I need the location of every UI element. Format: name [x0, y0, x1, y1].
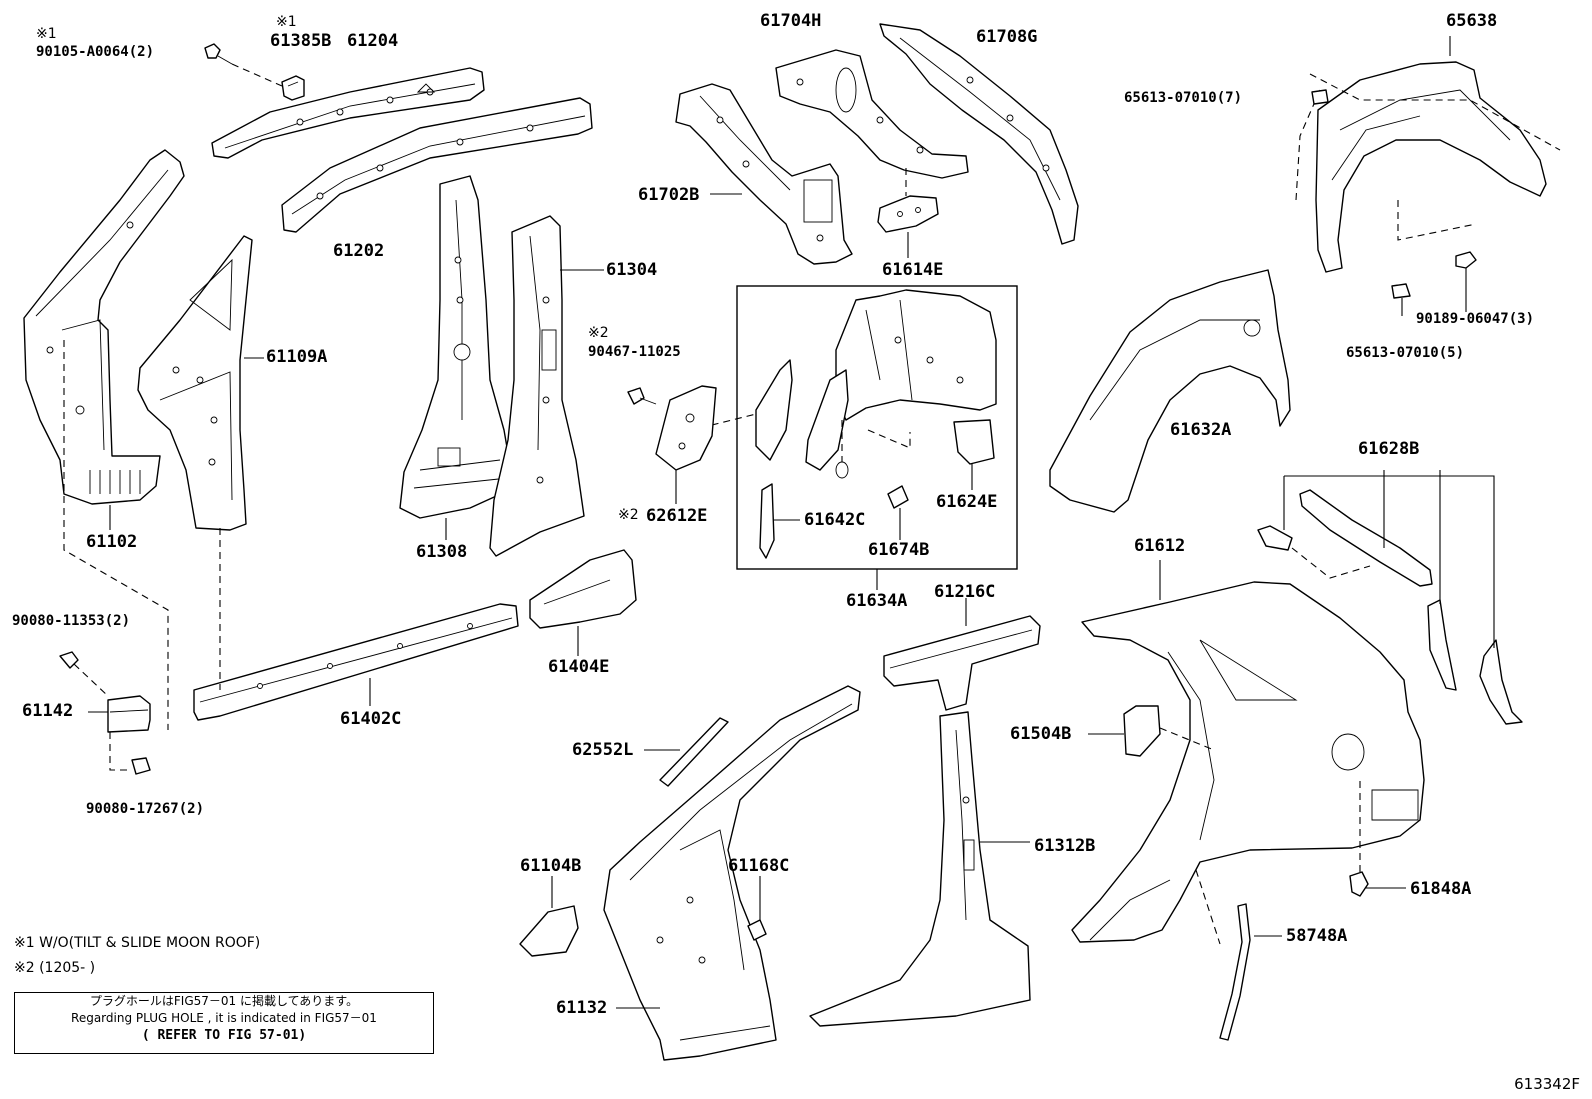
label-61204[interactable]: 61204: [347, 31, 399, 51]
label-61504B[interactable]: 61504B: [1010, 724, 1072, 744]
part-90189-screw[interactable]: [1455, 251, 1477, 269]
label-62612E[interactable]: 62612E: [646, 506, 708, 526]
label-61385B[interactable]: 61385B: [270, 31, 332, 51]
part-61304[interactable]: [489, 215, 585, 557]
label-62552L[interactable]: 62552L: [572, 740, 634, 760]
part-61674B[interactable]: [887, 485, 909, 509]
part-61168C[interactable]: [747, 919, 767, 941]
label-61202[interactable]: 61202: [333, 241, 385, 261]
plug-hole-note: プラグホールはFIG57－01 に掲載してあります。 Regarding PLU…: [14, 992, 434, 1054]
label-90080-upper[interactable]: 90080-11353(2): [12, 613, 131, 629]
label-65613-upper[interactable]: 65613-07010(7): [1124, 90, 1243, 106]
part-61504B[interactable]: [1123, 705, 1161, 757]
footnote-mark-2: ※2: [588, 325, 609, 341]
part-61628B-clip[interactable]: [1257, 525, 1293, 551]
label-61109A[interactable]: 61109A: [266, 347, 328, 367]
part-61104B[interactable]: [519, 905, 579, 957]
label-61168C[interactable]: 61168C: [728, 856, 790, 876]
note-line-english: Regarding PLUG HOLE , it is indicated in…: [71, 1011, 377, 1025]
part-61612[interactable]: [1071, 581, 1425, 943]
footnote-mark-1b: ※1: [276, 14, 297, 30]
part-65613-clip-upper[interactable]: [1311, 89, 1329, 105]
part-61628B-strip[interactable]: [1299, 489, 1433, 587]
label-90105[interactable]: 90105-A0064(2): [36, 44, 155, 60]
part-61312B[interactable]: [809, 711, 1031, 1027]
label-61702B[interactable]: 61702B: [638, 185, 700, 205]
part-61642C[interactable]: [759, 483, 775, 559]
part-61614E[interactable]: [877, 195, 939, 233]
label-61708G[interactable]: 61708G: [976, 27, 1038, 47]
part-61132[interactable]: [603, 685, 861, 1061]
part-61216C[interactable]: [883, 615, 1041, 711]
part-61142[interactable]: [107, 695, 151, 733]
part-65613-clip-lower[interactable]: [1391, 283, 1411, 299]
label-61308[interactable]: 61308: [416, 542, 468, 562]
label-65613-lower[interactable]: 65613-07010(5): [1346, 345, 1465, 361]
part-90080-bolt-lower[interactable]: [131, 757, 151, 775]
part-61102[interactable]: [23, 149, 185, 505]
part-62612E[interactable]: [655, 385, 717, 471]
part-61385B[interactable]: [281, 75, 305, 101]
label-61628B[interactable]: 61628B: [1358, 439, 1420, 459]
footnote-mark-1: ※1: [36, 26, 57, 42]
label-61642C[interactable]: 61642C: [804, 510, 866, 530]
label-65638[interactable]: 65638: [1446, 11, 1498, 31]
part-90080-bolt-upper[interactable]: [59, 651, 79, 669]
label-61216C[interactable]: 61216C: [934, 582, 996, 602]
label-61612[interactable]: 61612: [1134, 536, 1186, 556]
label-61102[interactable]: 61102: [86, 532, 138, 552]
label-61404E[interactable]: 61404E: [548, 657, 610, 677]
label-61312B[interactable]: 61312B: [1034, 836, 1096, 856]
label-58748A[interactable]: 58748A: [1286, 926, 1348, 946]
label-61634A[interactable]: 61634A: [846, 591, 908, 611]
part-90467-bolt[interactable]: [627, 387, 657, 405]
label-61614E[interactable]: 61614E: [882, 260, 944, 280]
note-line-reference[interactable]: ( REFER TO FIG 57-01): [141, 1028, 307, 1043]
label-90189[interactable]: 90189-06047(3): [1416, 311, 1535, 327]
part-61308[interactable]: [399, 175, 515, 519]
part-61848A[interactable]: [1349, 871, 1369, 897]
part-61109A[interactable]: [137, 235, 253, 531]
label-61104B[interactable]: 61104B: [520, 856, 582, 876]
label-90080-lower[interactable]: 90080-17267(2): [86, 801, 205, 817]
part-61628B-piece-a[interactable]: [1427, 599, 1457, 691]
part-61204[interactable]: [211, 67, 485, 159]
footnote-mark-2b: ※2: [618, 507, 639, 523]
part-61202[interactable]: [281, 97, 593, 233]
figure-code: 613342F: [1514, 1075, 1580, 1093]
label-61848A[interactable]: 61848A: [1410, 879, 1472, 899]
part-61402C[interactable]: [193, 603, 519, 721]
part-90105-bolt[interactable]: [204, 43, 233, 65]
part-61634A-assembly[interactable]: [755, 289, 997, 471]
part-61632A[interactable]: [1049, 269, 1291, 513]
note-line-japanese: プラグホールはFIG57－01 に掲載してあります。: [89, 994, 359, 1008]
part-61702B[interactable]: [675, 83, 853, 265]
label-61632A[interactable]: 61632A: [1170, 420, 1232, 440]
part-61628B-piece-b[interactable]: [1479, 639, 1523, 725]
footnote-1: ※1 W/O(TILT & SLIDE MOON ROOF): [14, 935, 261, 951]
label-61402C[interactable]: 61402C: [340, 709, 402, 729]
label-61704H[interactable]: 61704H: [760, 11, 822, 31]
part-62552L[interactable]: [659, 717, 729, 787]
label-61142[interactable]: 61142: [22, 701, 74, 721]
label-90467[interactable]: 90467-11025: [588, 344, 681, 360]
part-61704H[interactable]: [775, 49, 969, 179]
footnote-2: ※2 (1205- ): [14, 960, 96, 976]
part-61624E[interactable]: [953, 419, 995, 465]
part-61404E[interactable]: [529, 549, 637, 629]
label-61674B[interactable]: 61674B: [868, 540, 930, 560]
label-61304[interactable]: 61304: [606, 260, 658, 280]
label-61624E[interactable]: 61624E: [936, 492, 998, 512]
part-58748A[interactable]: [1219, 903, 1251, 1041]
part-65638[interactable]: [1315, 61, 1547, 273]
label-61132[interactable]: 61132: [556, 998, 608, 1018]
part-61708G[interactable]: [879, 23, 1079, 245]
